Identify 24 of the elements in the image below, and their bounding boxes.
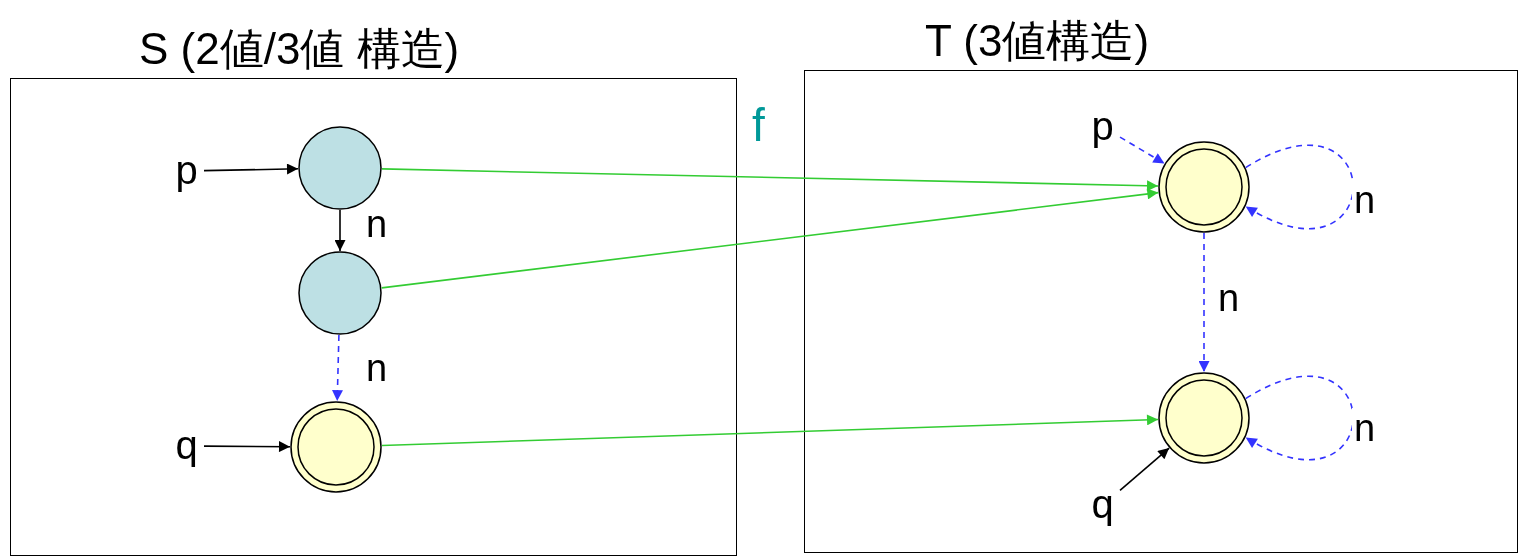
variable-label: q	[169, 422, 204, 469]
panel-title: T (3値構造)	[925, 19, 1150, 63]
panel-title: S (2値/3値 構造)	[139, 27, 460, 71]
arrow	[381, 168, 1159, 192]
variable-label: p	[1085, 103, 1120, 150]
state-circle	[289, 400, 382, 493]
state-circle	[1157, 140, 1250, 233]
arrow	[1198, 232, 1210, 373]
arrow	[203, 441, 291, 453]
loop-arrow	[1244, 375, 1354, 461]
arrow	[1119, 447, 1170, 492]
arrow	[380, 188, 1160, 289]
state-circle	[297, 250, 382, 335]
state-circle	[297, 125, 382, 210]
variable-label: q	[1085, 481, 1120, 528]
mapping-label: f	[752, 100, 765, 150]
state-circle	[1157, 371, 1250, 464]
arrow	[334, 209, 346, 252]
arrow	[381, 414, 1159, 447]
arrow	[203, 163, 299, 175]
loop-arrow	[1244, 144, 1354, 230]
variable-label: p	[169, 147, 204, 194]
arrow	[1119, 136, 1166, 165]
arrow	[332, 334, 343, 402]
